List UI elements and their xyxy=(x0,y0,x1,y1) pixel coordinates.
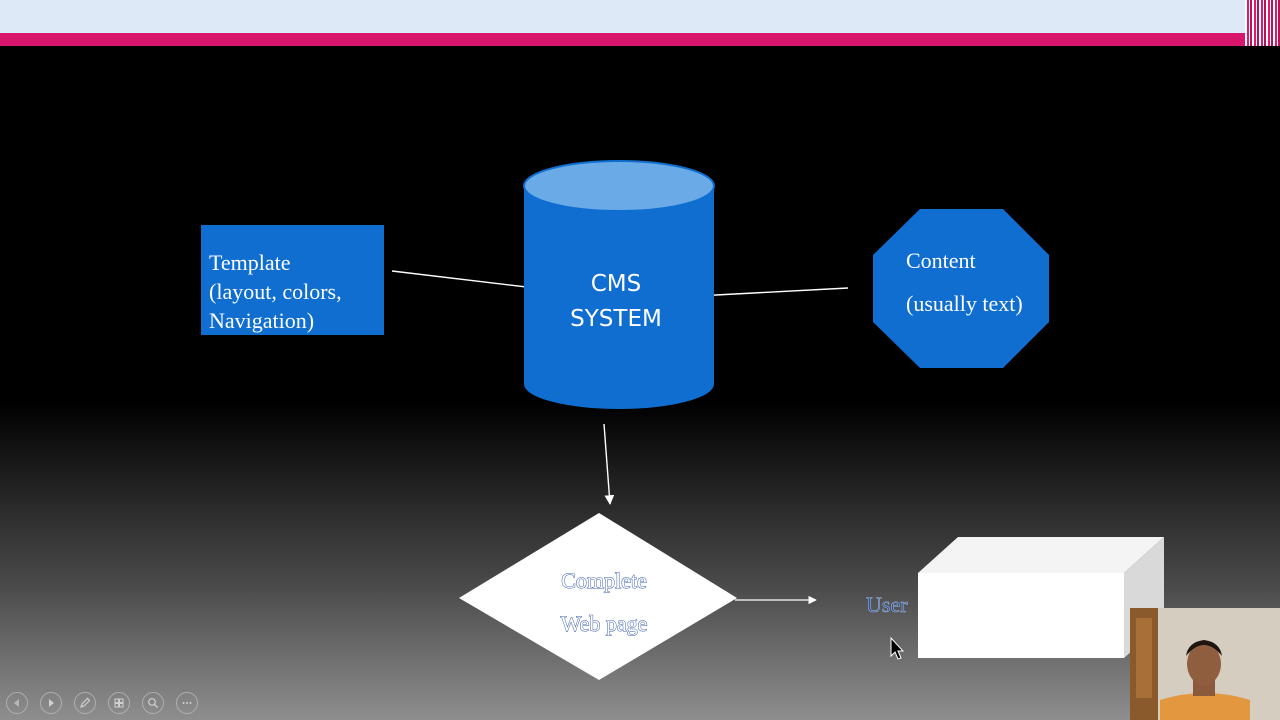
webpage-diamond xyxy=(459,513,737,680)
user-box xyxy=(918,537,1164,658)
cms-line-2: SYSTEM xyxy=(570,306,662,332)
template-line-2: (layout, colors, xyxy=(209,279,342,304)
webpage-node: Complete Web page xyxy=(459,513,737,680)
cms-cylinder-top xyxy=(523,160,715,212)
slide: Template (layout, colors, Navigation) CM… xyxy=(0,46,1280,720)
more-icon[interactable] xyxy=(176,692,198,714)
webpage-line-1: Complete xyxy=(561,568,647,593)
edge-template-to-cms xyxy=(391,270,536,292)
content-line-1: Content xyxy=(906,248,976,273)
slides-grid-icon[interactable] xyxy=(108,692,130,714)
user-box-top xyxy=(918,537,1164,573)
content-node: Content (usually text) xyxy=(873,209,1049,368)
diagram-edges xyxy=(391,270,849,605)
content-line-2: (usually text) xyxy=(906,291,1023,316)
template-line-1: Template xyxy=(209,250,291,275)
cms-cylinder-body xyxy=(524,186,714,409)
edge-content-to-cms xyxy=(696,287,849,301)
edge-cms-to-webpage xyxy=(603,423,615,505)
previous-icon[interactable] xyxy=(6,692,28,714)
template-line-3: Navigation) xyxy=(209,308,314,333)
template-node: Template (layout, colors, Navigation) xyxy=(201,225,384,335)
cms-diagram: Template (layout, colors, Navigation) CM… xyxy=(201,160,1164,680)
cms-line-1: CMS xyxy=(591,271,642,297)
slide-toolbar xyxy=(6,692,198,714)
webpage-line-2: Web page xyxy=(561,611,648,636)
user-box-front xyxy=(918,573,1124,658)
top-banner-strip xyxy=(0,0,1280,33)
user-label: User xyxy=(866,592,908,617)
pen-icon[interactable] xyxy=(74,692,96,714)
cms-node: CMS SYSTEM xyxy=(523,160,715,409)
zoom-icon[interactable] xyxy=(142,692,164,714)
next-icon[interactable] xyxy=(40,692,62,714)
top-accent-bar xyxy=(0,33,1245,46)
content-octagon xyxy=(873,209,1049,368)
presenter-webcam xyxy=(1130,608,1280,720)
template-box xyxy=(201,225,384,335)
mouse-cursor-icon xyxy=(890,636,905,660)
